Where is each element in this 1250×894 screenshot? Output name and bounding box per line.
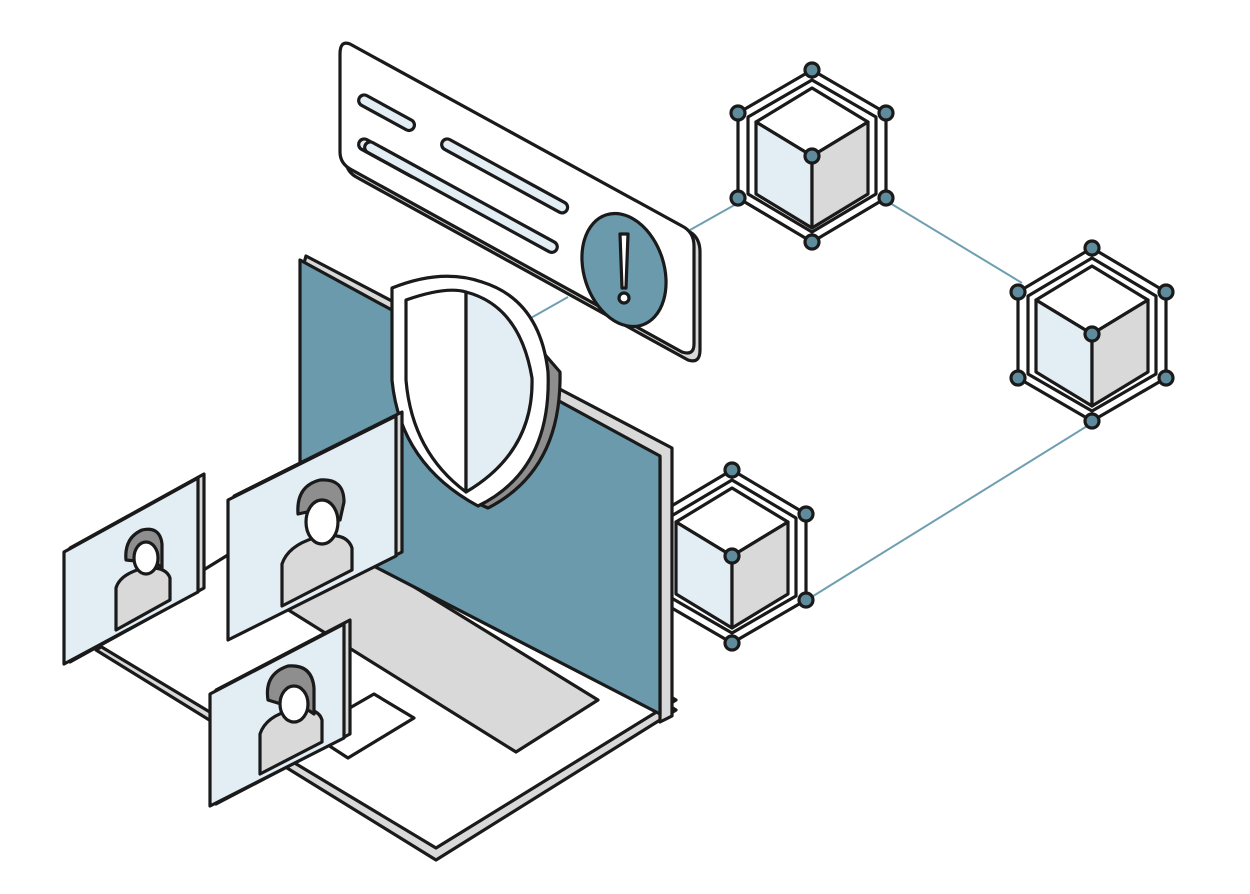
- blockchain-block-icon: [1009, 239, 1175, 430]
- video-participant-tile: [226, 410, 404, 642]
- alert-text-line: [363, 140, 559, 254]
- shield-icon: [390, 274, 562, 510]
- video-participant-icon: [114, 527, 172, 632]
- alert-icon: [580, 211, 668, 329]
- video-participant-icon: [280, 478, 354, 608]
- video-participant-icon: [258, 664, 324, 776]
- blockchain-block-icon: [729, 61, 895, 251]
- blockchain-block-icon: [656, 461, 815, 652]
- link-block2-to-block3: [809, 422, 1093, 599]
- link-alert-to-block: [689, 202, 739, 231]
- alert-text-line: [357, 93, 417, 133]
- alert-panel: [338, 41, 702, 363]
- alert-text-line: [440, 137, 570, 215]
- link-block1-to-block2: [884, 199, 1023, 284]
- video-participant-tile: [208, 618, 352, 808]
- video-participant-tile: [62, 472, 206, 666]
